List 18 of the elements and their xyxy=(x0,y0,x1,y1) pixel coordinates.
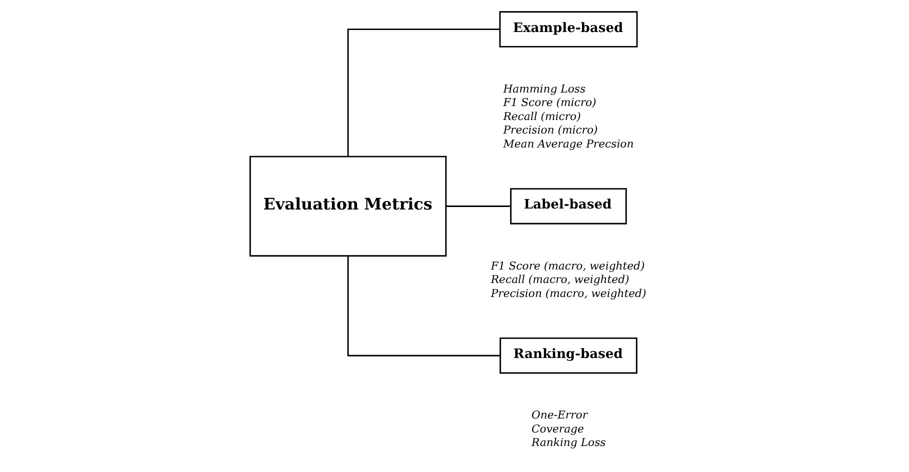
node-label: One-Error xyxy=(531,408,588,422)
node-label: Precision (macro, weighted) xyxy=(490,286,646,300)
node-label: Coverage xyxy=(531,422,584,435)
node-box: Example-based xyxy=(498,10,638,47)
node-label: Precision (micro) xyxy=(502,123,598,136)
node-label: F1 Score (micro) xyxy=(502,96,596,109)
node-label: Ranking Loss xyxy=(531,436,606,449)
node-box: Ranking-based xyxy=(499,336,637,374)
node-label: Hamming Loss xyxy=(502,82,586,95)
connector xyxy=(446,205,510,206)
node-label: F1 Score (macro, weighted) xyxy=(490,258,644,272)
node-box: Label-based xyxy=(510,188,626,224)
node-box: Evaluation Metrics xyxy=(248,155,446,256)
node-label: Mean Average Precsion xyxy=(502,136,634,150)
node-label: Recall (macro, weighted) xyxy=(490,272,629,286)
connector xyxy=(346,28,500,156)
node-label: Recall (micro) xyxy=(502,109,580,122)
connector xyxy=(346,255,500,356)
